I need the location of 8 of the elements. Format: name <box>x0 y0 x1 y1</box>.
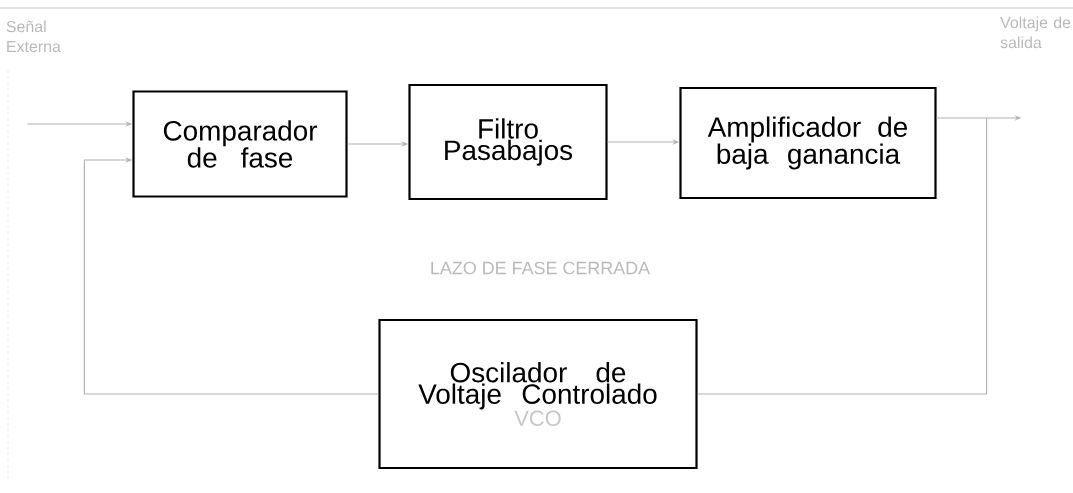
block-box: Oscilador de Voltaje Controlado VCO <box>378 318 698 470</box>
block-box: Comparador de fase <box>132 90 348 198</box>
block-box: Filtro Pasabajos <box>408 83 608 201</box>
edge-label: Voltaje de salida <box>1000 16 1071 49</box>
edge-label: Señal Externa <box>6 20 61 53</box>
loop-label: LAZO DE FASE CERRADA <box>431 261 651 275</box>
arrow <box>83 157 379 395</box>
block-box: Amplificador de baja ganancia <box>679 86 937 200</box>
